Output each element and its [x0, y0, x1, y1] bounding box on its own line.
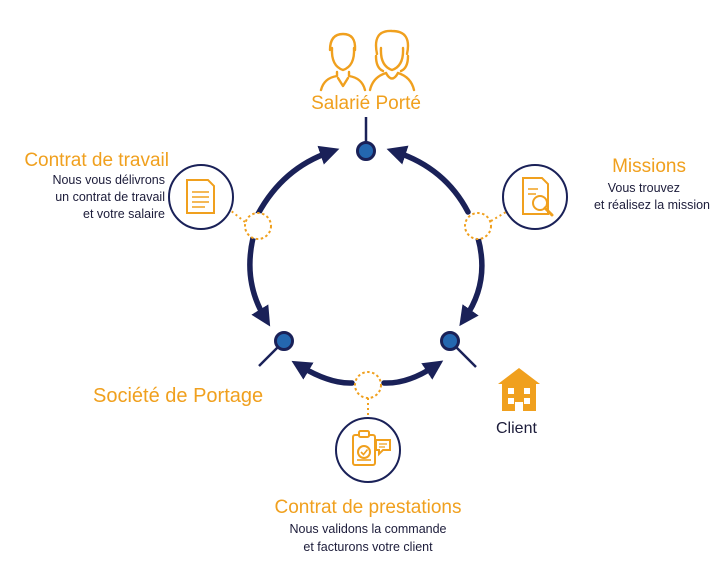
arrow-prestations-to-societe: [291, 360, 355, 386]
salarie-porte-label: Salarié Porté: [311, 93, 421, 114]
link-contrat-travail: [229, 209, 246, 223]
contrat-travail-title: Contrat de travail: [24, 150, 169, 171]
arrow-contrat-to-salarie: [255, 145, 340, 217]
document-icon: [186, 179, 215, 214]
node-salarie-porte: [356, 141, 376, 161]
two-people-icon: [319, 29, 416, 92]
contrat-travail-desc-1: Nous vous délivrons: [52, 173, 165, 187]
node-societe-portage: [274, 331, 294, 351]
arrow-contrat-to-societe: [247, 235, 271, 327]
contrat-prestations-title: Contrat de prestations: [274, 497, 462, 518]
contrat-travail-desc-2: un contrat de travail: [55, 190, 165, 204]
missions-title: Missions: [612, 156, 686, 177]
building-icon: [498, 368, 540, 411]
contrat-prestations-desc-1: Nous validons la commande: [289, 522, 447, 536]
connector-prestations: [354, 371, 382, 399]
arrow-missions-to-salarie: [386, 145, 471, 215]
clipboard-check-icon: [352, 430, 391, 466]
connector-missions: [464, 212, 492, 240]
connector-contrat-travail: [244, 212, 272, 240]
societe-portage-label: Société de Portage: [93, 385, 264, 407]
arrow-missions-to-client: [459, 235, 485, 327]
missions-desc-2: et réalisez la mission: [593, 198, 710, 212]
node-client: [440, 331, 460, 351]
document-search-icon: [522, 177, 554, 217]
link-missions: [490, 211, 507, 222]
contrat-travail-desc-3: et votre salaire: [83, 207, 165, 221]
client-label: Client: [496, 420, 537, 437]
missions-desc-1: Vous trouvez: [607, 181, 680, 195]
contrat-prestations-desc-2: et facturons votre client: [303, 540, 433, 554]
arrow-prestations-to-client: [381, 360, 444, 386]
